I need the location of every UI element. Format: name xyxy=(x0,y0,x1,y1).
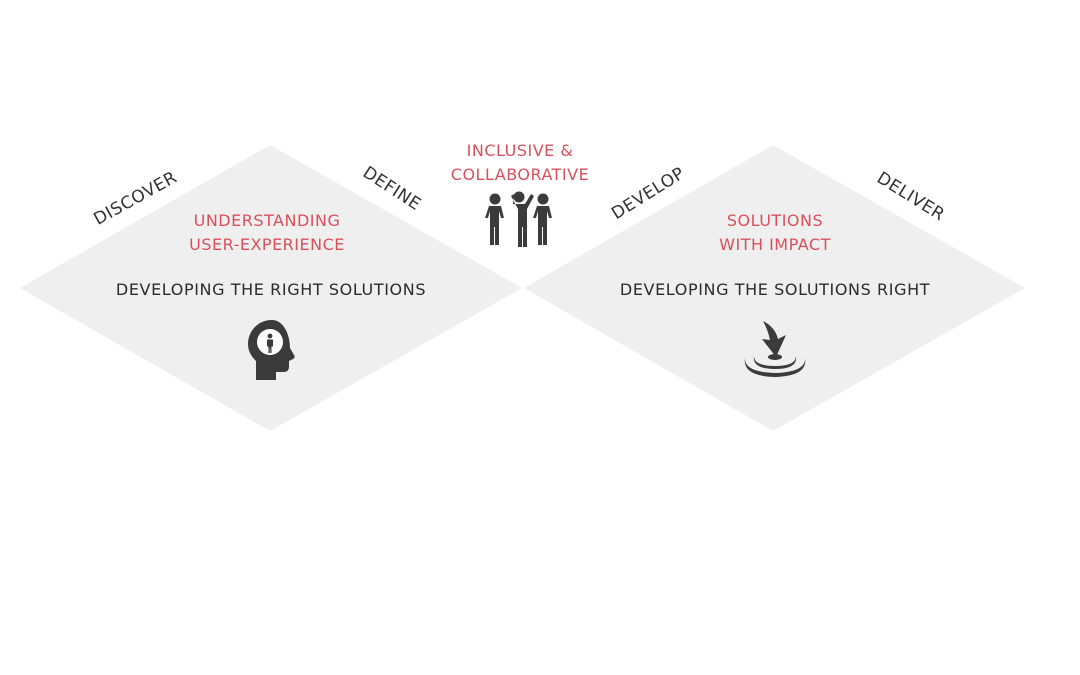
center-label-line1: INCLUSIVE & xyxy=(467,141,574,160)
right-diamond xyxy=(524,145,1025,431)
people-group-icon xyxy=(485,191,552,247)
left-diamond xyxy=(20,145,522,431)
right-accent-line2: WITH IMPACT xyxy=(719,235,831,254)
left-main-label: DEVELOPING THE RIGHT SOLUTIONS xyxy=(116,280,426,299)
center-label-line2: COLLABORATIVE xyxy=(451,165,589,184)
left-accent-line1: UNDERSTANDING xyxy=(194,211,341,230)
head-person-icon xyxy=(248,320,295,380)
left-accent-line2: USER-EXPERIENCE xyxy=(189,235,345,254)
right-main-label: DEVELOPING THE SOLUTIONS RIGHT xyxy=(620,280,930,299)
arrow-target-icon xyxy=(744,321,806,377)
right-accent-line1: SOLUTIONS xyxy=(727,211,823,230)
